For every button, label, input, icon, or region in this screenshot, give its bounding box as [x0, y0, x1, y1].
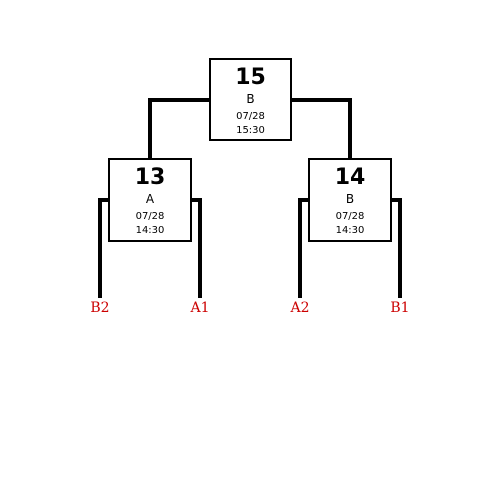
connector-seed-b1 — [388, 198, 402, 298]
match-date: 07/28 — [236, 111, 265, 122]
match-time: 14:30 — [135, 225, 165, 236]
match-box-final: 15 B 07/28 15:30 — [209, 58, 292, 141]
match-winner: B — [345, 192, 355, 206]
connector-seed-a2 — [298, 198, 312, 298]
seed-label-b1: B1 — [390, 300, 410, 316]
seed-label-a2: A2 — [290, 300, 310, 316]
match-time: 15:30 — [236, 125, 265, 136]
seed-label-b2: B2 — [90, 300, 110, 316]
match-time: 14:30 — [335, 225, 365, 236]
match-winner: A — [145, 192, 155, 206]
match-date: 07/28 — [335, 211, 365, 222]
connector-seed-b2 — [98, 198, 112, 298]
match-number: 15 — [235, 65, 266, 90]
connector-final-left — [148, 98, 212, 162]
match-number: 13 — [134, 165, 166, 190]
connector-final-right — [288, 98, 352, 162]
connector-seed-a1 — [188, 198, 202, 298]
match-number: 14 — [334, 165, 366, 190]
match-box-semi-left: 13 A 07/28 14:30 — [108, 158, 192, 242]
match-winner: B — [246, 92, 255, 106]
seed-label-a1: A1 — [190, 300, 210, 316]
match-box-semi-right: 14 B 07/28 14:30 — [308, 158, 392, 242]
match-date: 07/28 — [135, 211, 165, 222]
